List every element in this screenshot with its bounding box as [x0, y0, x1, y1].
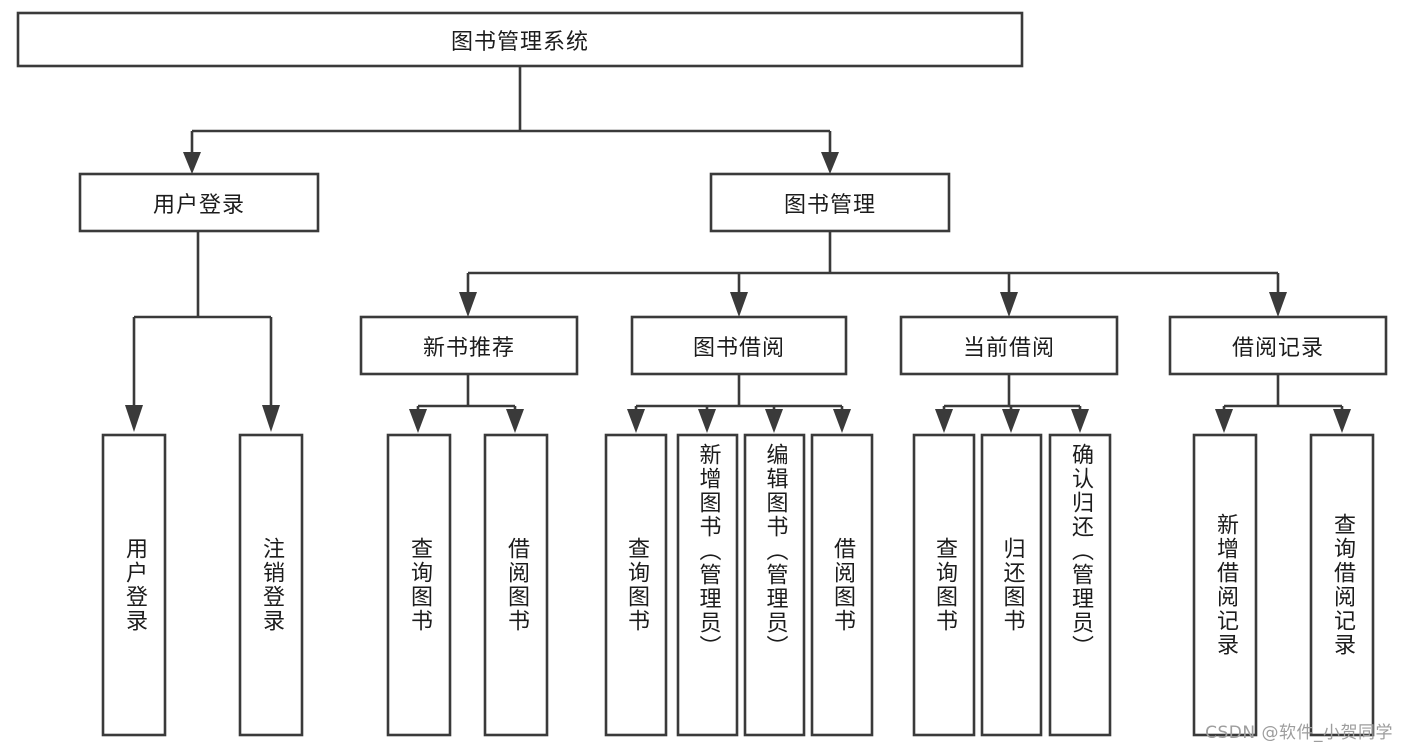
node-leaf-add-borrow-record[interactable] — [1192, 433, 1258, 737]
node-leaf-confirm-return-admin[interactable] — [1048, 433, 1112, 737]
arrow-bookmgmt-to-newbook — [459, 292, 477, 317]
watermark-text: CSDN @软件_小贺同学 — [1205, 723, 1393, 743]
node-current-borrow[interactable] — [899, 315, 1119, 376]
node-leaf-query-borrow-record[interactable] — [1309, 433, 1375, 737]
arrow-root-to-bookmgmt — [821, 152, 839, 174]
arrow-current-leaf-1 — [935, 409, 953, 433]
node-new-book-recommend[interactable] — [359, 315, 579, 376]
arrow-record-leaf-2 — [1333, 409, 1351, 433]
node-book-management[interactable] — [709, 172, 951, 233]
node-leaf-logout[interactable] — [238, 433, 304, 737]
arrow-record-leaf-1 — [1215, 409, 1233, 433]
node-root[interactable] — [16, 11, 1024, 68]
node-layer — [16, 11, 1388, 737]
arrow-current-leaf-2 — [1002, 409, 1020, 433]
arrow-bookmgmt-to-borrow — [730, 292, 748, 317]
arrow-borrow-leaf-2 — [698, 409, 716, 433]
node-leaf-query-book-current[interactable] — [912, 433, 976, 737]
arrow-userlogin-leaf-2 — [262, 405, 280, 432]
arrow-root-to-userlogin — [183, 152, 201, 174]
arrow-newbook-leaf-1 — [409, 409, 427, 433]
arrow-bookmgmt-to-record — [1269, 292, 1287, 317]
node-leaf-edit-book-admin[interactable] — [743, 433, 806, 737]
arrow-borrow-leaf-1 — [627, 409, 645, 433]
node-user-login[interactable] — [78, 172, 320, 233]
node-leaf-add-book-admin[interactable] — [676, 433, 739, 737]
node-leaf-borrow-book[interactable] — [810, 433, 874, 737]
node-leaf-query-book-newbook[interactable] — [386, 433, 452, 737]
node-leaf-user-login[interactable] — [101, 433, 167, 737]
node-leaf-query-book-borrow[interactable] — [604, 433, 668, 737]
node-borrow-record[interactable] — [1168, 315, 1388, 376]
arrow-current-leaf-3 — [1071, 409, 1089, 433]
arrow-newbook-leaf-2 — [506, 409, 524, 433]
arrow-borrow-leaf-4 — [833, 409, 851, 433]
connector-layer — [125, 66, 1351, 433]
node-leaf-return-book[interactable] — [980, 433, 1043, 737]
arrow-bookmgmt-to-current — [1000, 292, 1018, 317]
arrow-userlogin-leaf-1 — [125, 405, 143, 432]
node-book-borrow[interactable] — [630, 315, 848, 376]
arrow-borrow-leaf-3 — [765, 409, 783, 433]
node-leaf-borrow-book-newbook[interactable] — [483, 433, 549, 737]
